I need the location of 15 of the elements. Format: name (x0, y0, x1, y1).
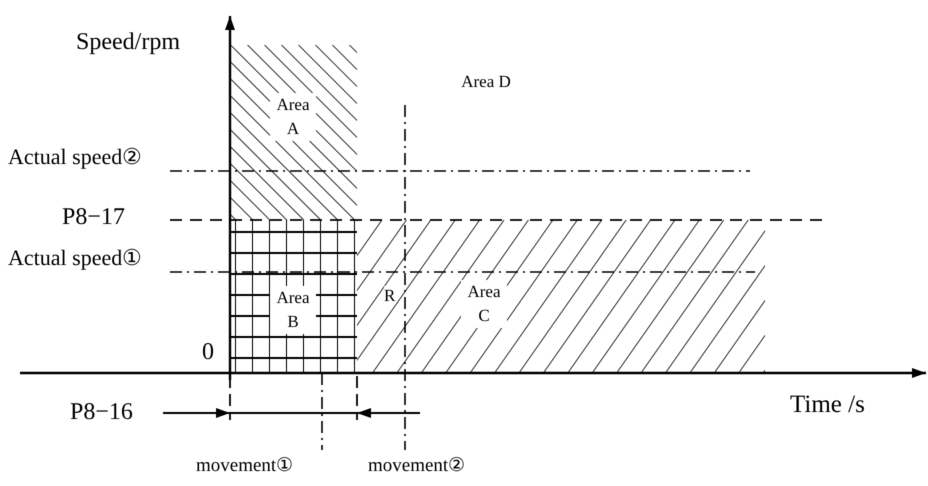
level-label: P8−17 (62, 203, 126, 232)
dimension-label: P8−16 (70, 398, 134, 427)
hatched-region (357, 220, 765, 373)
marker-label: movement② (368, 455, 466, 478)
region-label: Area B (270, 286, 316, 334)
grid-region (230, 220, 357, 373)
region-label: Area A (270, 93, 316, 141)
tick-label: 0 (202, 338, 215, 367)
axis-label: Speed/rpm (76, 28, 181, 57)
region-label: Area D (460, 72, 512, 92)
region-label: Area C (461, 280, 507, 328)
level-label: Actual speed① (8, 245, 144, 272)
level-label: Actual speed② (8, 144, 144, 170)
marker-label: movement① (196, 455, 294, 478)
axis-label: Time /s (790, 390, 866, 420)
